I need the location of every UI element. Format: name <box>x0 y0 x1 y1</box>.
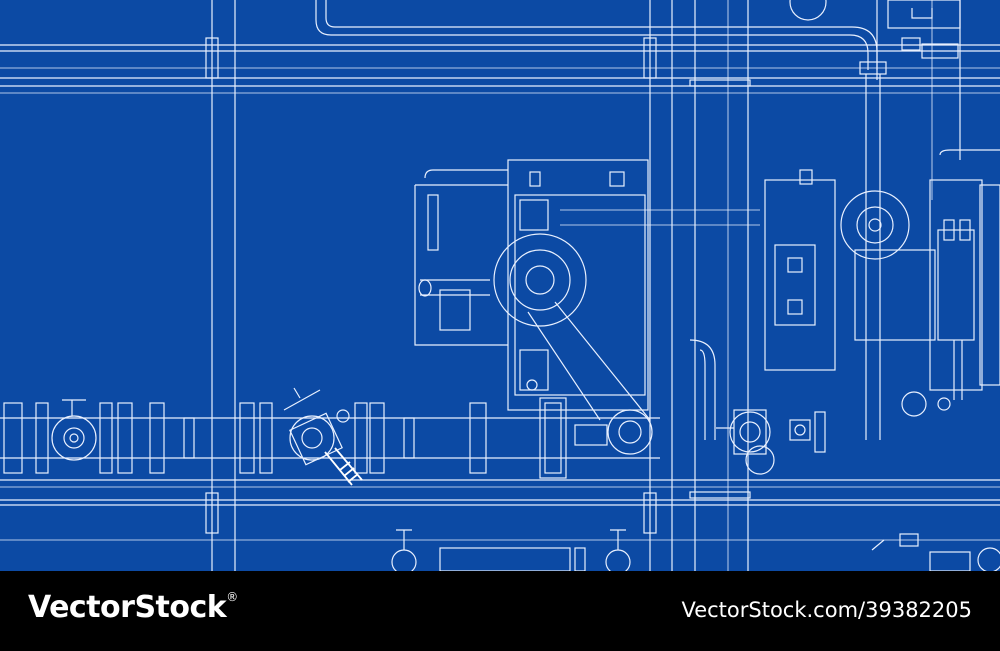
brand-name: VectorStock <box>28 590 227 625</box>
bottom-valves <box>391 529 1000 571</box>
vertical-columns <box>205 0 961 571</box>
vectorstock-logo: VectorStock® <box>28 590 238 625</box>
main-pipe-run <box>0 387 826 486</box>
image-id-text: VectorStock.com/39382205 <box>681 598 972 622</box>
pump-assembly <box>414 159 760 455</box>
blueprint-drawing <box>0 0 1000 571</box>
right-equipment <box>764 149 1000 417</box>
horizontal-beams <box>0 44 1000 541</box>
watermark-bar <box>0 571 1000 651</box>
registered-mark: ® <box>226 590 238 604</box>
piping-line-art <box>0 0 1000 571</box>
top-piping <box>315 0 961 440</box>
